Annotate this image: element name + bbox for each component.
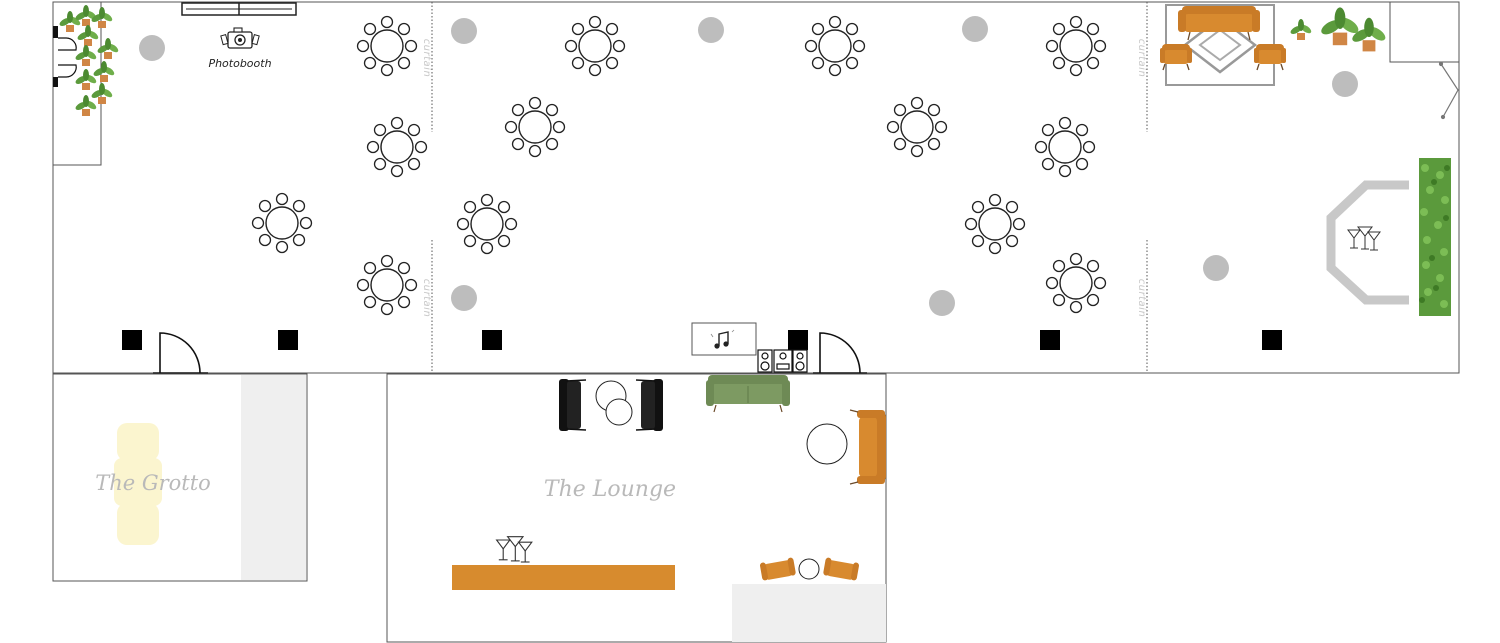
lounge-label: The Lounge [544, 477, 676, 502]
round-table [366, 116, 428, 178]
round-table [1034, 116, 1096, 178]
small-round-table [798, 558, 820, 580]
curtain-label: curtain [1136, 39, 1147, 78]
coffee-tables [595, 380, 633, 426]
grotto-label: The Grotto [95, 471, 211, 495]
curtain-label: curtain [1136, 279, 1147, 318]
potted-plants [1289, 7, 1388, 52]
curtain-label: curtain [421, 39, 432, 78]
black-sofa [559, 379, 587, 431]
photobooth-label: Photobooth [208, 57, 271, 70]
curtain-labels: curtain curtain curtain curtain [421, 39, 1147, 318]
grotto-room: The Grotto [52, 373, 308, 582]
round-tables [251, 15, 1107, 316]
round-table [564, 15, 626, 77]
armchair-pair [759, 557, 860, 581]
side-table [806, 423, 848, 465]
black-sofa [635, 379, 663, 431]
orange-sofa-lounge [849, 409, 886, 485]
main-hall-walls [52, 1, 1460, 374]
top-window [181, 2, 297, 16]
orange-sofa-top [1178, 6, 1260, 41]
curtain-dividers [431, 2, 1148, 373]
round-table [886, 96, 948, 158]
round-table [1045, 15, 1107, 77]
greenery-wall [1419, 158, 1451, 316]
round-table [804, 15, 866, 77]
music-note-icon [710, 329, 735, 349]
camera-icon [220, 27, 260, 49]
round-table [504, 96, 566, 158]
lounge-room: The Lounge [386, 373, 887, 643]
octagon-bar [1326, 180, 1409, 305]
round-table [1045, 252, 1107, 314]
round-table [251, 192, 313, 254]
hanging-plants [58, 5, 120, 116]
entrance-door [53, 26, 77, 87]
cocktail-glasses-icon [1347, 226, 1381, 251]
dj-booth [691, 322, 757, 356]
bar-counter [452, 565, 675, 590]
curtain-label: curtain [421, 279, 432, 318]
round-table [964, 193, 1026, 255]
columns [122, 330, 1282, 350]
green-sofa [706, 375, 790, 413]
grotto-seating [114, 423, 162, 545]
speaker-icon [757, 349, 808, 373]
round-table [456, 193, 518, 255]
round-table [356, 254, 418, 316]
side-door [1438, 61, 1459, 120]
photobooth: Photobooth [208, 27, 272, 70]
round-table [356, 15, 418, 77]
